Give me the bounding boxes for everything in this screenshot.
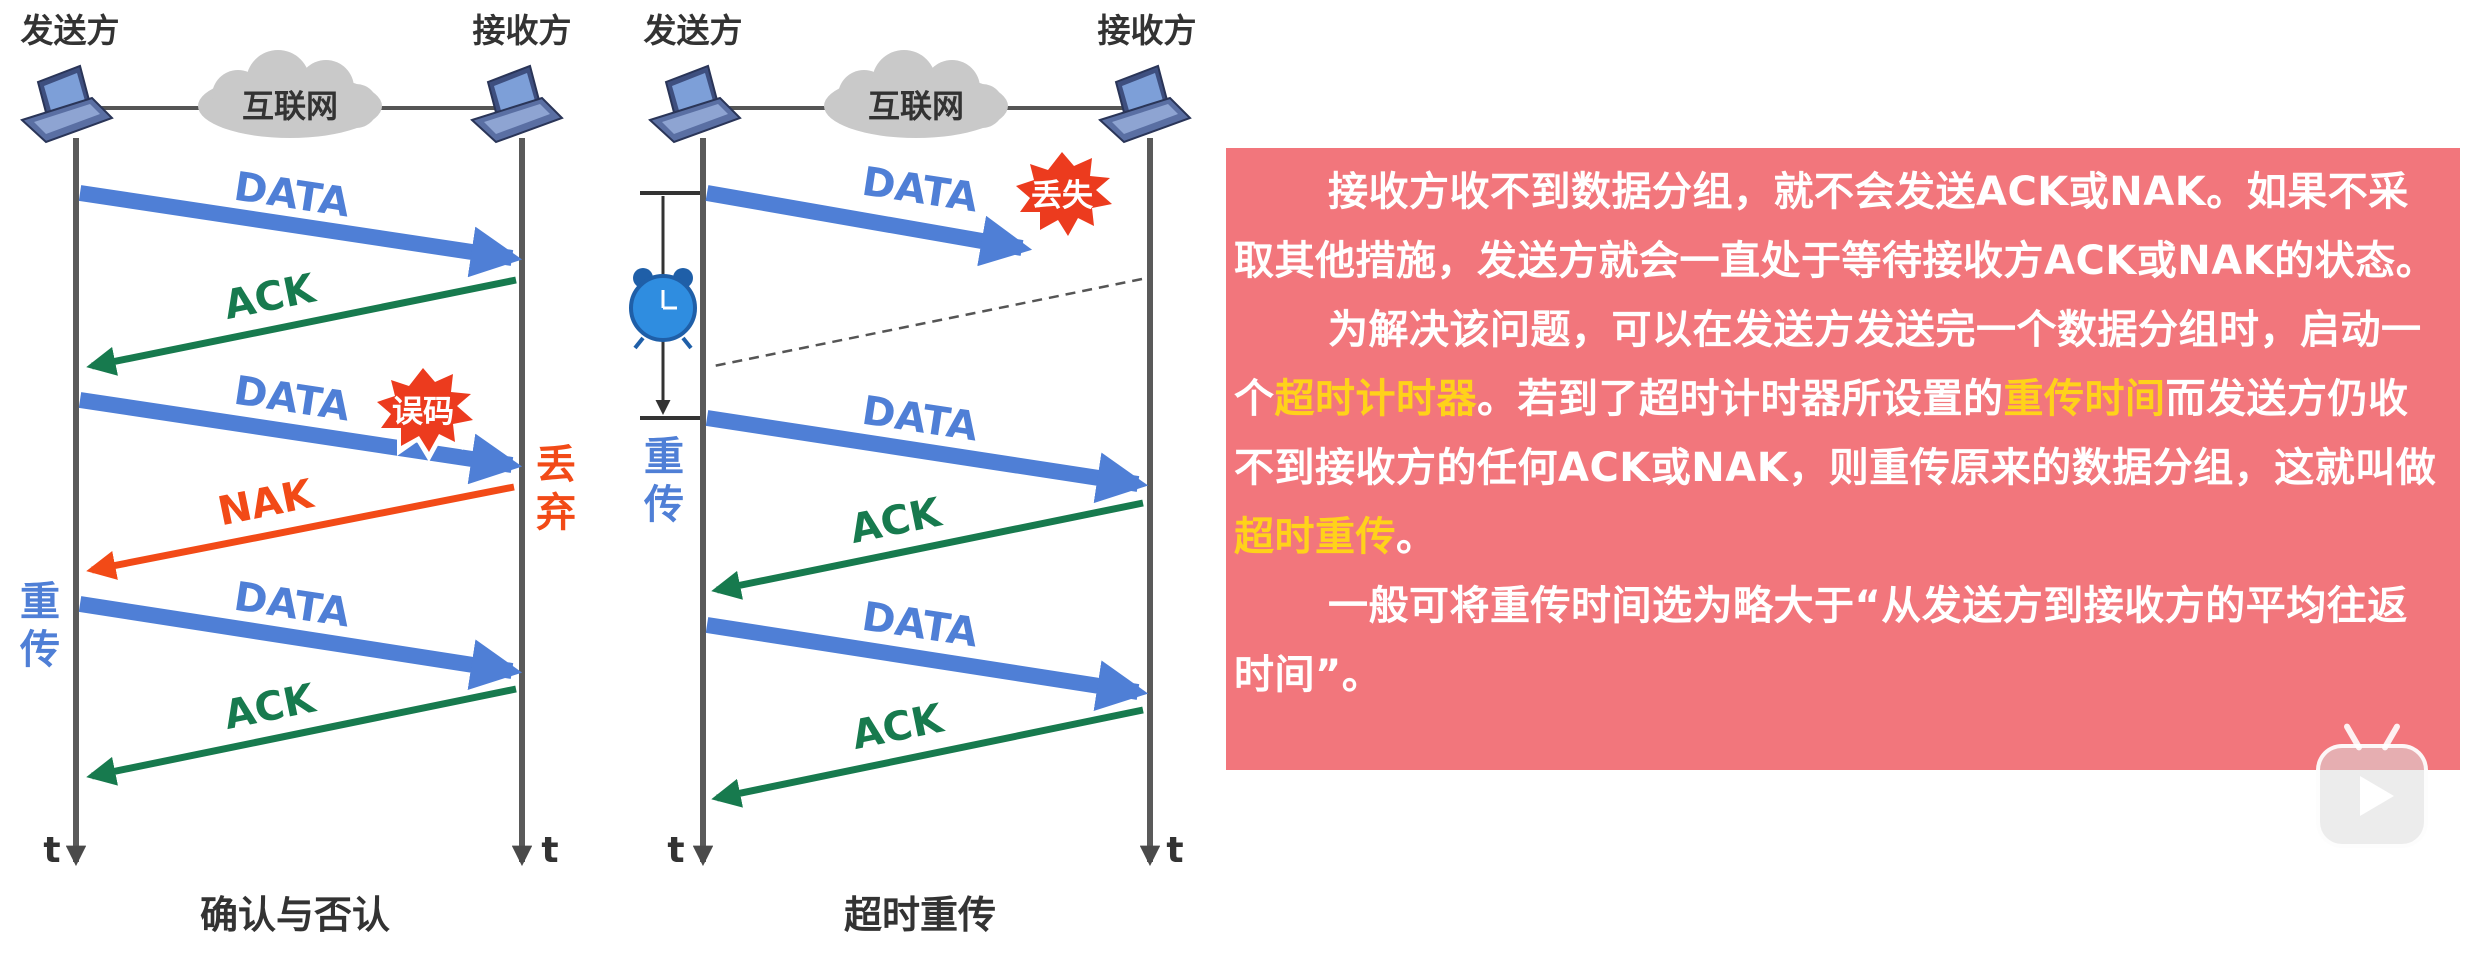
laptop-icon bbox=[649, 65, 741, 143]
right-time-label-receiver: t bbox=[1166, 830, 1183, 871]
left-sender-label: 发送方 bbox=[21, 11, 120, 50]
left-discard-label-2: 弃 bbox=[536, 490, 576, 536]
explanation-text: 。若到了超时计时器所设置的 bbox=[1477, 376, 2004, 422]
left-receiver-label: 接收方 bbox=[473, 11, 572, 50]
right-msg-5: ACK bbox=[848, 695, 949, 759]
data-arrow bbox=[78, 392, 523, 485]
left-retransmit-label-1: 重 bbox=[20, 579, 60, 625]
play-triangle-icon bbox=[2360, 776, 2394, 816]
laptop-icon bbox=[1099, 65, 1191, 143]
left-time-label-sender: t bbox=[43, 830, 60, 871]
right-retransmit-label-1: 重 bbox=[644, 434, 684, 480]
explanation-paragraph-1: 接收方收不到数据分组，就不会发送ACK或NAK。如果不采取其他措施，发送方就会一… bbox=[1234, 169, 2437, 284]
laptop-icon bbox=[21, 65, 113, 143]
video-play-icon[interactable] bbox=[2316, 722, 2428, 848]
data-arrow bbox=[78, 596, 523, 691]
right-msg-1: DATA bbox=[859, 159, 981, 222]
left-discard-label-1: 丢 bbox=[536, 442, 576, 488]
highlight-retransmit-time: 重传时间 bbox=[2003, 376, 2166, 422]
ack-arrow bbox=[86, 685, 517, 786]
explanation-paragraph-2: 为解决该问题，可以在发送方发送完一个数据分组时，启动一个超时计时器。若到了超时计… bbox=[1234, 296, 2444, 572]
right-sender-label: 发送方 bbox=[644, 11, 743, 50]
left-retransmit-label-2: 传 bbox=[19, 627, 60, 673]
alarm-clock-icon bbox=[629, 268, 697, 350]
ack-arrow bbox=[711, 706, 1144, 808]
left-diagram: 发送方 接收方 互联网 t t DATA ACK DATA 误码 丢 弃 NAK… bbox=[19, 11, 576, 937]
nak-arrow bbox=[86, 483, 515, 580]
data-arrow bbox=[705, 617, 1149, 712]
right-time-label-sender: t bbox=[667, 830, 684, 871]
data-arrow-lost bbox=[705, 185, 1033, 267]
right-caption: 超时重传 bbox=[844, 893, 996, 937]
right-diagram: 发送方 接收方 互联网 t t DATA 丢失 bbox=[629, 11, 1197, 937]
data-arrow bbox=[78, 185, 523, 278]
left-error-badge: 误码 bbox=[392, 394, 454, 430]
explanation-paragraph-3: 一般可将重传时间选为略大于“从发送方到接收方的平均往返时间”。 bbox=[1234, 583, 2408, 698]
right-receiver-label: 接收方 bbox=[1098, 11, 1197, 50]
highlight-timeout-timer: 超时计时器 bbox=[1274, 376, 1477, 422]
highlight-timeout-retransmission: 超时重传 bbox=[1234, 514, 1396, 560]
explanation-text: 而发送方仍收不到接收方的任何ACK或NAK，则重传原来的数据分组，这就叫做 bbox=[1234, 376, 2437, 491]
left-internet-label: 互联网 bbox=[242, 87, 338, 125]
explanation-text: 。 bbox=[1396, 514, 1437, 560]
right-internet-label: 互联网 bbox=[868, 87, 964, 125]
right-lost-badge: 丢失 bbox=[1031, 178, 1094, 214]
missing-ack-dashed-line bbox=[713, 277, 1143, 368]
ack-arrow bbox=[711, 499, 1144, 600]
explanation-panel: 接收方收不到数据分组，就不会发送ACK或NAK。如果不采取其他措施，发送方就会一… bbox=[1226, 148, 2460, 770]
left-time-label-receiver: t bbox=[541, 830, 558, 871]
laptop-icon bbox=[471, 65, 563, 143]
data-arrow bbox=[705, 410, 1149, 504]
explanation-text: 为解决该问题，可以在发送方发送完一个数据分组时，启动一个 bbox=[1234, 307, 2422, 422]
left-caption: 确认与否认 bbox=[200, 893, 390, 937]
ack-arrow bbox=[86, 276, 517, 376]
right-retransmit-label-2: 传 bbox=[643, 482, 684, 528]
